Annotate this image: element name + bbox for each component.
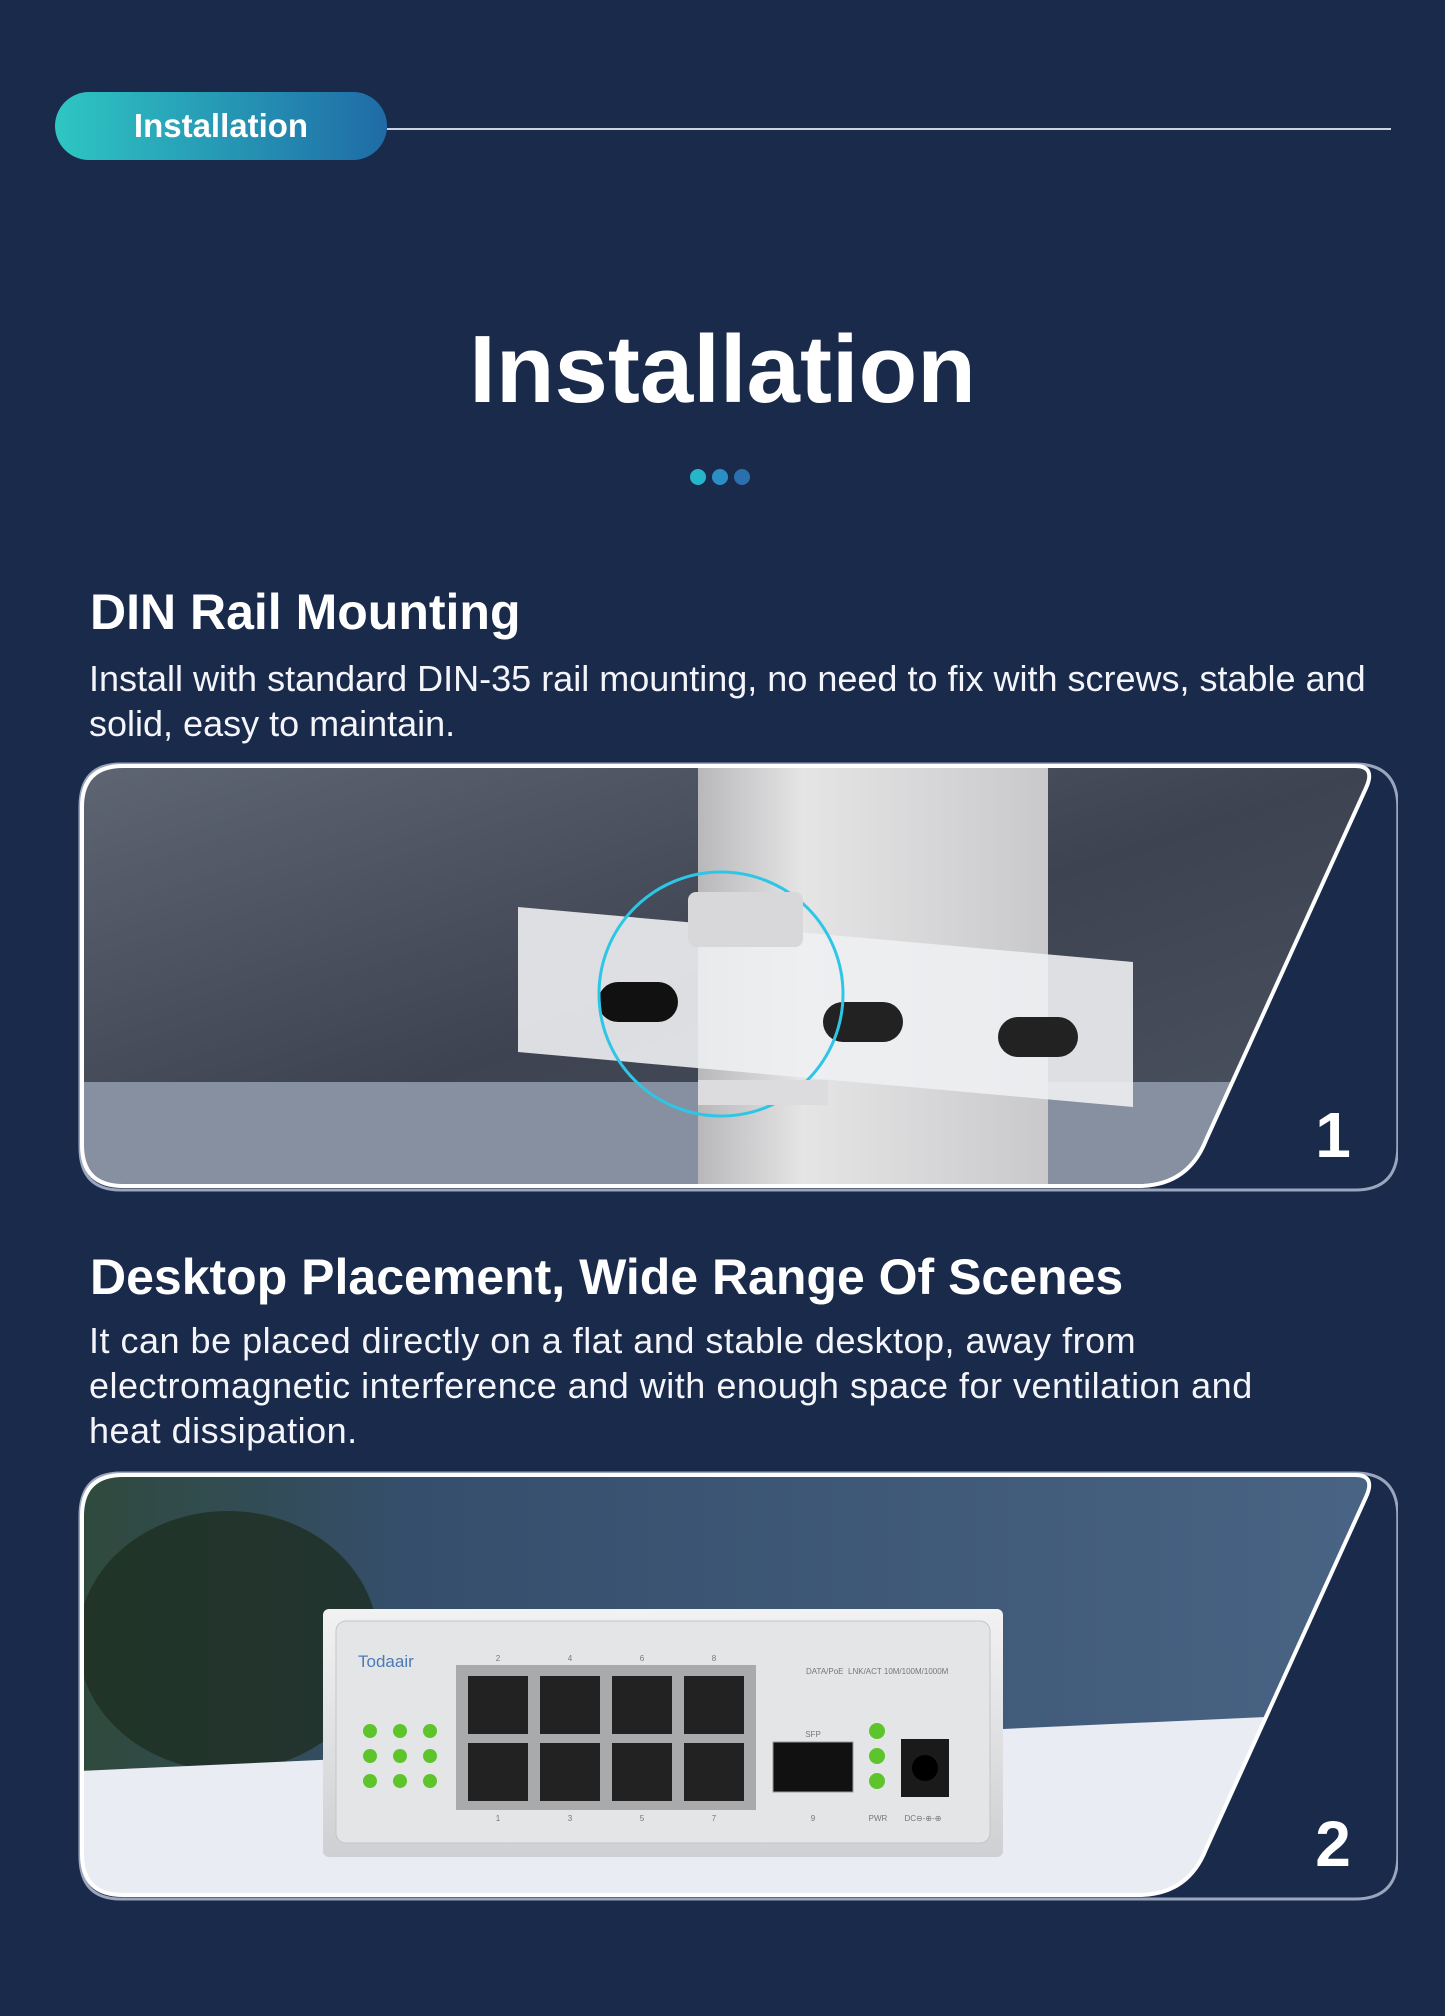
port-label: 1 [496,1814,501,1823]
port-label: 6 [640,1654,645,1663]
brand-logo: Todaair [358,1652,414,1671]
section-heading-desktop: Desktop Placement, Wide Range Of Scenes [90,1249,1124,1305]
desktop-image-card: Todaair 2 4 6 8 1 3 5 7 SFP 9 PWR DC⊖-⊕-… [78,1471,1398,1901]
status-label: DATA/PoE [806,1667,844,1676]
decorative-dots [690,469,750,485]
section-heading-din: DIN Rail Mounting [90,584,521,640]
section-desc-din: Install with standard DIN-35 rail mounti… [89,658,1366,744]
step-number-1: 1 [1315,1099,1351,1171]
section-desc-desktop: It can be placed directly on a flat and … [89,1320,1253,1451]
port-label: 2 [496,1654,501,1663]
section-pill: Installation [55,92,387,160]
port-label: 3 [568,1814,573,1823]
dc-label: DC⊖-⊕-⊕ [905,1814,942,1823]
pill-label: Installation [133,107,309,144]
sfp-port-label: 9 [811,1814,816,1823]
step-number-2: 2 [1315,1808,1351,1880]
page-title: Installation [469,316,976,423]
port-label: 8 [712,1654,717,1663]
din-rail-image-card: 1 [78,762,1398,1192]
port-label: 5 [640,1814,645,1823]
speed-label: LNK/ACT 10M/100M/1000M [848,1667,949,1676]
pwr-label: PWR [869,1814,888,1823]
sfp-label: SFP [805,1730,821,1739]
header-divider [387,128,1391,130]
port-label: 4 [568,1654,573,1663]
port-label: 7 [712,1814,717,1823]
